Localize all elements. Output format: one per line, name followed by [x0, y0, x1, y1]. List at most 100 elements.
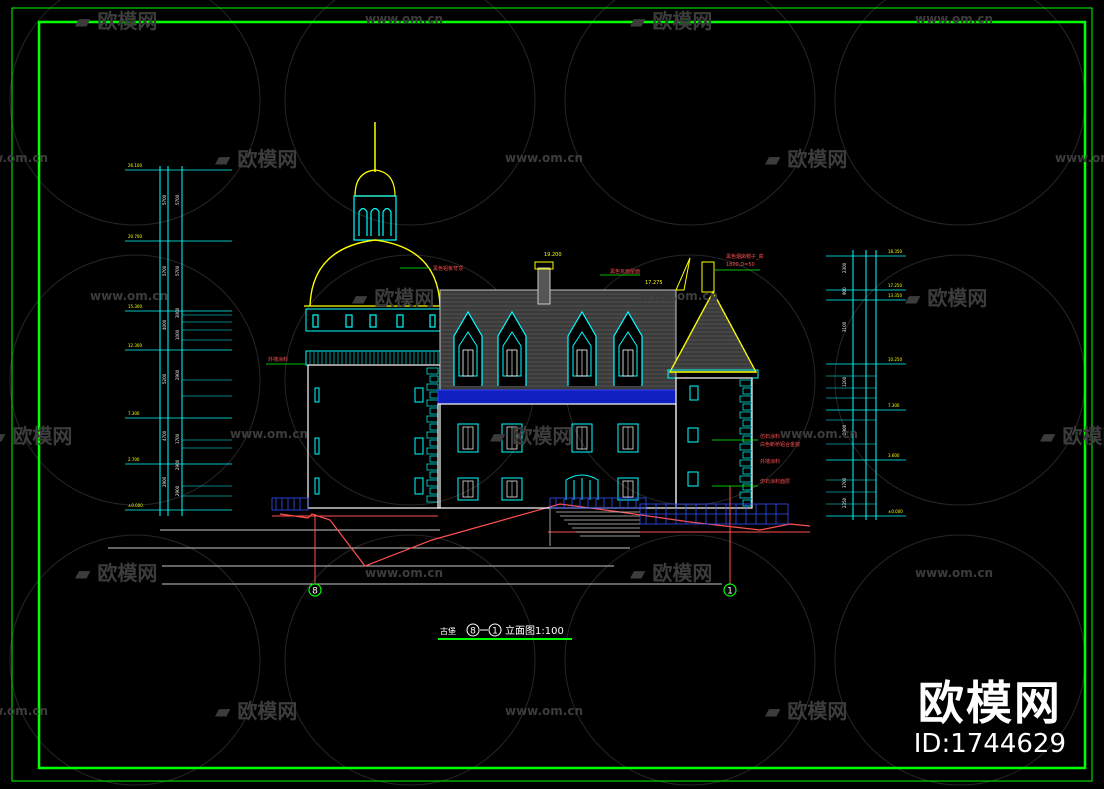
watermark-logo: ▰ 欧模网 — [215, 699, 297, 723]
watermark-logo: ▰ 欧模网 — [905, 286, 987, 310]
watermark-url: www.om.cn — [0, 151, 48, 165]
dim-value: 2300 — [842, 262, 847, 273]
dim-value: 1700 — [175, 433, 180, 444]
gable-peak — [675, 257, 691, 291]
dim-value: 1200 — [842, 376, 847, 387]
quoin — [429, 423, 439, 431]
watermark-ring — [564, 0, 816, 226]
roof-dormers — [453, 310, 643, 386]
quoin — [739, 379, 752, 387]
chimney-dim: 1800,D=50 — [726, 262, 755, 268]
ground-lines — [108, 503, 811, 585]
right-level-dimension-chain: 18.35017.25013.35010.2507.3003.600±0.000… — [826, 249, 906, 520]
dim-value: 5700 — [162, 194, 167, 205]
tower-chimney — [701, 261, 715, 293]
watermark-logo: ▰ 欧模网 — [75, 9, 157, 33]
watermark-logo: ▰ 欧模网 — [630, 561, 712, 585]
plinth-block — [271, 497, 309, 511]
dim-value: 4000 — [162, 319, 167, 330]
main-wall — [437, 403, 677, 509]
watermark-url: www.om.cn — [505, 151, 583, 165]
dim-value: 5700 — [162, 265, 167, 276]
quoin — [426, 383, 439, 391]
dim-value: 3700 — [842, 477, 847, 488]
chimney — [537, 267, 551, 305]
square-tower-windows — [687, 385, 699, 487]
dormer — [613, 310, 643, 386]
dormer — [453, 310, 483, 386]
entrance-stairs — [549, 506, 640, 546]
level-label: 17.250 — [888, 283, 902, 288]
watermark-ring — [834, 0, 1086, 226]
left-level-dimension-chain: 26.10020.70015.30012.3007.3002.700±0.000… — [125, 163, 232, 516]
dim-value: 2900 — [175, 485, 180, 496]
title-prefix: 古堡 — [440, 626, 456, 636]
window-surround — [457, 477, 479, 501]
watermark-url: www.om.cn — [780, 427, 858, 441]
quoin — [742, 451, 752, 459]
quoin — [429, 375, 439, 383]
quoin — [426, 479, 439, 487]
level-label: 3.600 — [888, 453, 900, 458]
chimney-note: 黑色烟囱帽子_高 — [726, 253, 764, 260]
dome-note: 黑色铝板穹顶 — [433, 265, 463, 272]
window-surround — [571, 423, 593, 453]
quoin — [429, 407, 439, 415]
elev-top-label: 19.200 — [544, 252, 562, 258]
watermark-logo: ▰ 欧模网 — [490, 424, 572, 448]
dim-value: 3100 — [842, 321, 847, 332]
quoin — [739, 427, 752, 435]
window-surround — [501, 477, 523, 501]
quoin — [739, 411, 752, 419]
level-label: 20.700 — [128, 234, 142, 239]
quoin — [739, 395, 752, 403]
dim-value: 2900 — [842, 424, 847, 435]
round-tower-body — [307, 364, 441, 509]
title-suffix: 立面图1:100 — [505, 624, 564, 637]
cupola-dome — [354, 169, 396, 197]
window-surround — [457, 423, 479, 453]
annotations: 黑色铝板穹顶 黑色瓦面屋面 黑色烟囱帽子_高 1800,D=50 外墙涂料 仿石… — [266, 252, 800, 487]
dim-value: 2900 — [162, 476, 167, 487]
quoin — [739, 491, 752, 499]
elev-mid-label: 17.275 — [645, 280, 663, 286]
dim-value: 2350 — [842, 497, 847, 508]
level-label: 7.300 — [888, 403, 900, 408]
level-label: 26.100 — [128, 163, 142, 168]
watermark-ring — [9, 534, 261, 786]
watermark-url: www.om.cn — [915, 12, 993, 26]
watermark-url: www.om.cn — [365, 12, 443, 26]
tower-cornice — [305, 350, 445, 366]
level-label: 13.350 — [888, 293, 902, 298]
axis-8-label: 8 — [312, 587, 318, 597]
quoin — [429, 439, 439, 447]
level-label: ±0.000 — [128, 503, 143, 508]
dormer-pediment — [458, 331, 478, 377]
quoin — [426, 415, 439, 423]
dormer — [497, 310, 527, 386]
quoin — [426, 367, 439, 375]
wall-window — [457, 423, 479, 453]
watermark-logo: ▰ 欧模网 — [75, 561, 157, 585]
quoin — [426, 447, 439, 455]
cupola-windows — [358, 207, 392, 236]
watermark-url: www.om.cn — [90, 289, 168, 303]
watermark-logo: ▰ 欧模网 — [352, 286, 434, 310]
watermark-logo: ▰ 欧模网 — [0, 424, 72, 448]
quoin — [429, 391, 439, 399]
quoin — [429, 471, 439, 479]
watermark-url: www.om.cn — [1055, 151, 1104, 165]
quoin — [426, 495, 439, 503]
main-wall-windows — [457, 423, 639, 501]
watermark-ring — [9, 254, 261, 506]
wall-window — [617, 477, 639, 501]
quoin — [742, 403, 752, 411]
watermark-url: www.om.cn — [505, 704, 583, 718]
castle-elevation — [271, 122, 789, 546]
outer-frame — [11, 7, 1093, 782]
watermark-url: www.om.cn — [0, 704, 48, 718]
quoin — [739, 459, 752, 467]
drum-windows — [312, 314, 436, 328]
title-grid-start: 8 — [470, 627, 476, 637]
window-note: 白色断桥铝合金窗 — [760, 441, 800, 448]
